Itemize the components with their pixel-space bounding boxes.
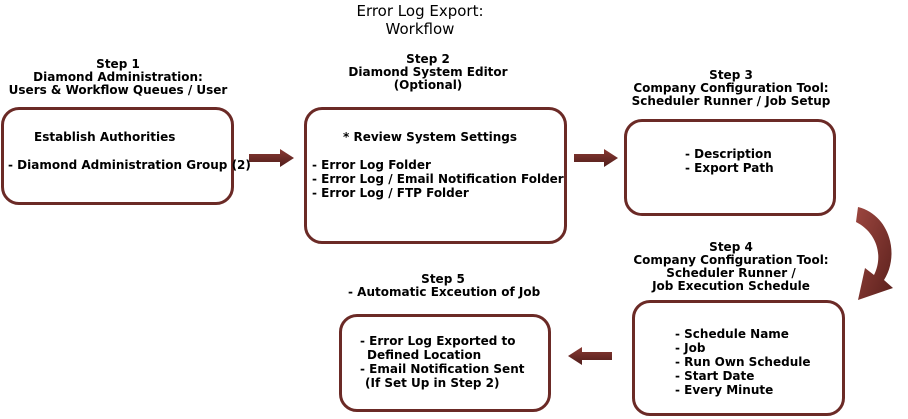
step-5-item-2: Defined Location <box>367 348 482 362</box>
step-5-label: Step 5 - Automatic Exceution of Job <box>348 272 541 299</box>
step-4-item-2: - Job <box>675 341 706 355</box>
step-3-label: Step 3 Company Configuration Tool: Sched… <box>628 69 834 108</box>
step-1-label-line-1: Step 1 <box>96 57 140 71</box>
step-2-label-line-1: Step 2 <box>406 52 450 66</box>
step-3-label-line-1: Step 3 <box>709 68 753 82</box>
step-3-item-2: - Export Path <box>685 161 774 175</box>
step-5-label-line-2: - Automatic Exceution of Job <box>348 285 541 299</box>
step-2-label-line-2: Diamond System Editor <box>348 65 508 79</box>
step-5-box: - Error Log Exported to Defined Location… <box>339 314 551 412</box>
step-2-item-2: - Error Log / Email Notification Folder <box>312 172 564 186</box>
step-1-label: Step 1 Diamond Administration: Users & W… <box>0 58 236 97</box>
step-3-box: - Description - Export Path <box>624 119 836 216</box>
step-2-item-3: - Error Log / FTP Folder <box>312 186 469 200</box>
step-1-label-line-3: Users & Workflow Queues / User <box>8 83 228 97</box>
step-1-box: Establish Authorities - Diamond Administ… <box>1 107 251 205</box>
step-2-box: * Review System Settings - Error Log Fol… <box>304 107 567 244</box>
step-2-item-1: - Error Log Folder <box>312 158 431 172</box>
arrow-step1-to-step2 <box>249 149 294 167</box>
step-4-item-1: - Schedule Name <box>675 327 789 341</box>
step-5-items: - Error Log Exported to Defined Location… <box>360 334 524 390</box>
step-4-label-line-3: Scheduler Runner / <box>666 266 796 280</box>
step-4-label-line-4: Job Execution Schedule <box>652 279 810 293</box>
step-4-label-line-1: Step 4 <box>709 240 753 254</box>
step-4-label: Step 4 Company Configuration Tool: Sched… <box>628 241 834 293</box>
step-1-label-line-2: Diamond Administration: <box>33 70 203 84</box>
step-3-item-1: - Description <box>685 147 772 161</box>
step-5-item-4: (If Set Up in Step 2) <box>365 376 500 390</box>
step-1-heading: Establish Authorities <box>34 130 176 144</box>
step-4-item-5: - Every Minute <box>675 383 774 397</box>
step-2-items: - Error Log Folder - Error Log / Email N… <box>312 158 564 200</box>
step-1-item-1: - Diamond Administration Group (2) <box>8 158 251 172</box>
arrow-step3-to-step4 <box>856 207 893 300</box>
diagram-title: Error Log Export: Workflow <box>300 2 540 38</box>
step-4-items: - Schedule Name - Job - Run Own Schedule… <box>675 327 811 397</box>
step-5-label-line-1: Step 5 <box>421 272 465 286</box>
arrow-step2-to-step3 <box>574 149 618 167</box>
arrow-step4-to-step5 <box>568 347 612 365</box>
step-5-item-3: - Email Notification Sent <box>360 362 525 376</box>
step-3-label-line-2: Company Configuration Tool: <box>633 81 829 95</box>
step-2-label: Step 2 Diamond System Editor (Optional) <box>318 53 538 92</box>
step-5-item-1: - Error Log Exported to <box>360 334 516 348</box>
step-4-item-4: - Start Date <box>675 369 755 383</box>
step-2-heading: * Review System Settings <box>343 130 517 144</box>
step-3-items: - Description - Export Path <box>685 147 774 175</box>
step-4-box: - Schedule Name - Job - Run Own Schedule… <box>632 300 845 416</box>
title-line-1: Error Log Export: <box>356 2 484 20</box>
title-line-2: Workflow <box>385 20 455 38</box>
step-3-label-line-3: Scheduler Runner / Job Setup <box>631 94 831 108</box>
step-4-item-3: - Run Own Schedule <box>675 355 811 369</box>
step-2-label-line-3: (Optional) <box>393 78 463 92</box>
step-4-label-line-2: Company Configuration Tool: <box>633 253 829 267</box>
